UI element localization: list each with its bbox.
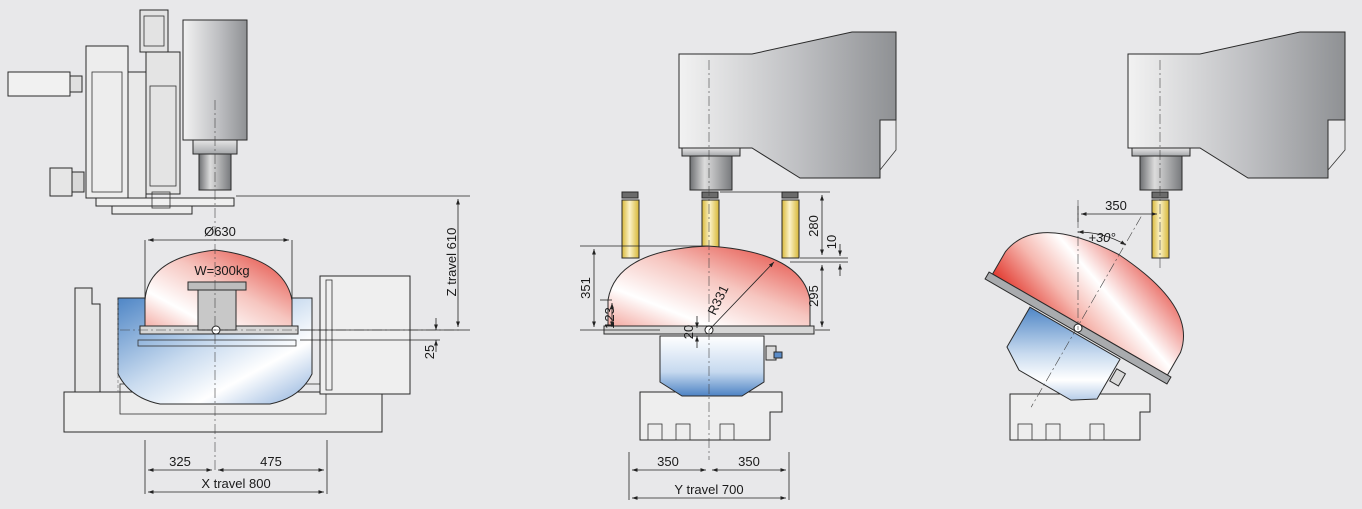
x-travel-label: X travel 800 bbox=[201, 476, 270, 491]
dim-tilt-angle: +30° bbox=[1077, 230, 1127, 246]
column-assembly bbox=[7, 9, 248, 215]
y-travel-label: Y travel 700 bbox=[674, 482, 743, 497]
table-diameter-label: Ø630 bbox=[204, 224, 236, 239]
rotary-table-tilted-base bbox=[1009, 393, 1151, 441]
dim-z-travel: Z travel 610 25 bbox=[236, 195, 470, 359]
dim-295-label: 295 bbox=[806, 285, 821, 307]
rotary-table-side-base bbox=[639, 335, 783, 441]
spindle-head-tilted bbox=[1127, 31, 1346, 259]
y-left-label: 350 bbox=[657, 454, 679, 469]
tilt-angle-label: +30° bbox=[1088, 230, 1115, 245]
dim-tilted-offset: 350 bbox=[1077, 198, 1157, 222]
x-right-label: 475 bbox=[260, 454, 282, 469]
dim-351-label: 351 bbox=[578, 277, 593, 299]
tilted-view: 350 +30° bbox=[984, 31, 1346, 441]
dim-10-label: 10 bbox=[824, 235, 839, 249]
dim-123-label: 123 bbox=[602, 307, 617, 329]
dim-y-travel: 350 350 Y travel 700 bbox=[628, 452, 790, 500]
dim-side-left: 351 123 20 bbox=[578, 245, 708, 348]
dim-280-label: 280 bbox=[806, 215, 821, 237]
dim-20-label: 20 bbox=[681, 325, 696, 339]
x-left-label: 325 bbox=[169, 454, 191, 469]
y-right-label: 350 bbox=[738, 454, 760, 469]
tools-side bbox=[621, 191, 800, 259]
offset-350-label: 350 bbox=[1105, 198, 1127, 213]
offset-25-label: 25 bbox=[422, 345, 437, 359]
dim-side-right: 280 10 295 bbox=[720, 191, 848, 331]
dim-x-travel: 325 475 X travel 800 bbox=[144, 440, 328, 494]
front-view: Ø630 W=300kg Z travel 610 25 325 475 X t… bbox=[7, 9, 470, 494]
z-travel-label: Z travel 610 bbox=[444, 228, 459, 297]
spindle-head-side bbox=[678, 31, 897, 191]
dim-diameter: Ø630 bbox=[144, 224, 293, 300]
max-load-label: W=300kg bbox=[194, 263, 249, 278]
side-view: R331 351 123 20 280 10 bbox=[578, 31, 897, 500]
